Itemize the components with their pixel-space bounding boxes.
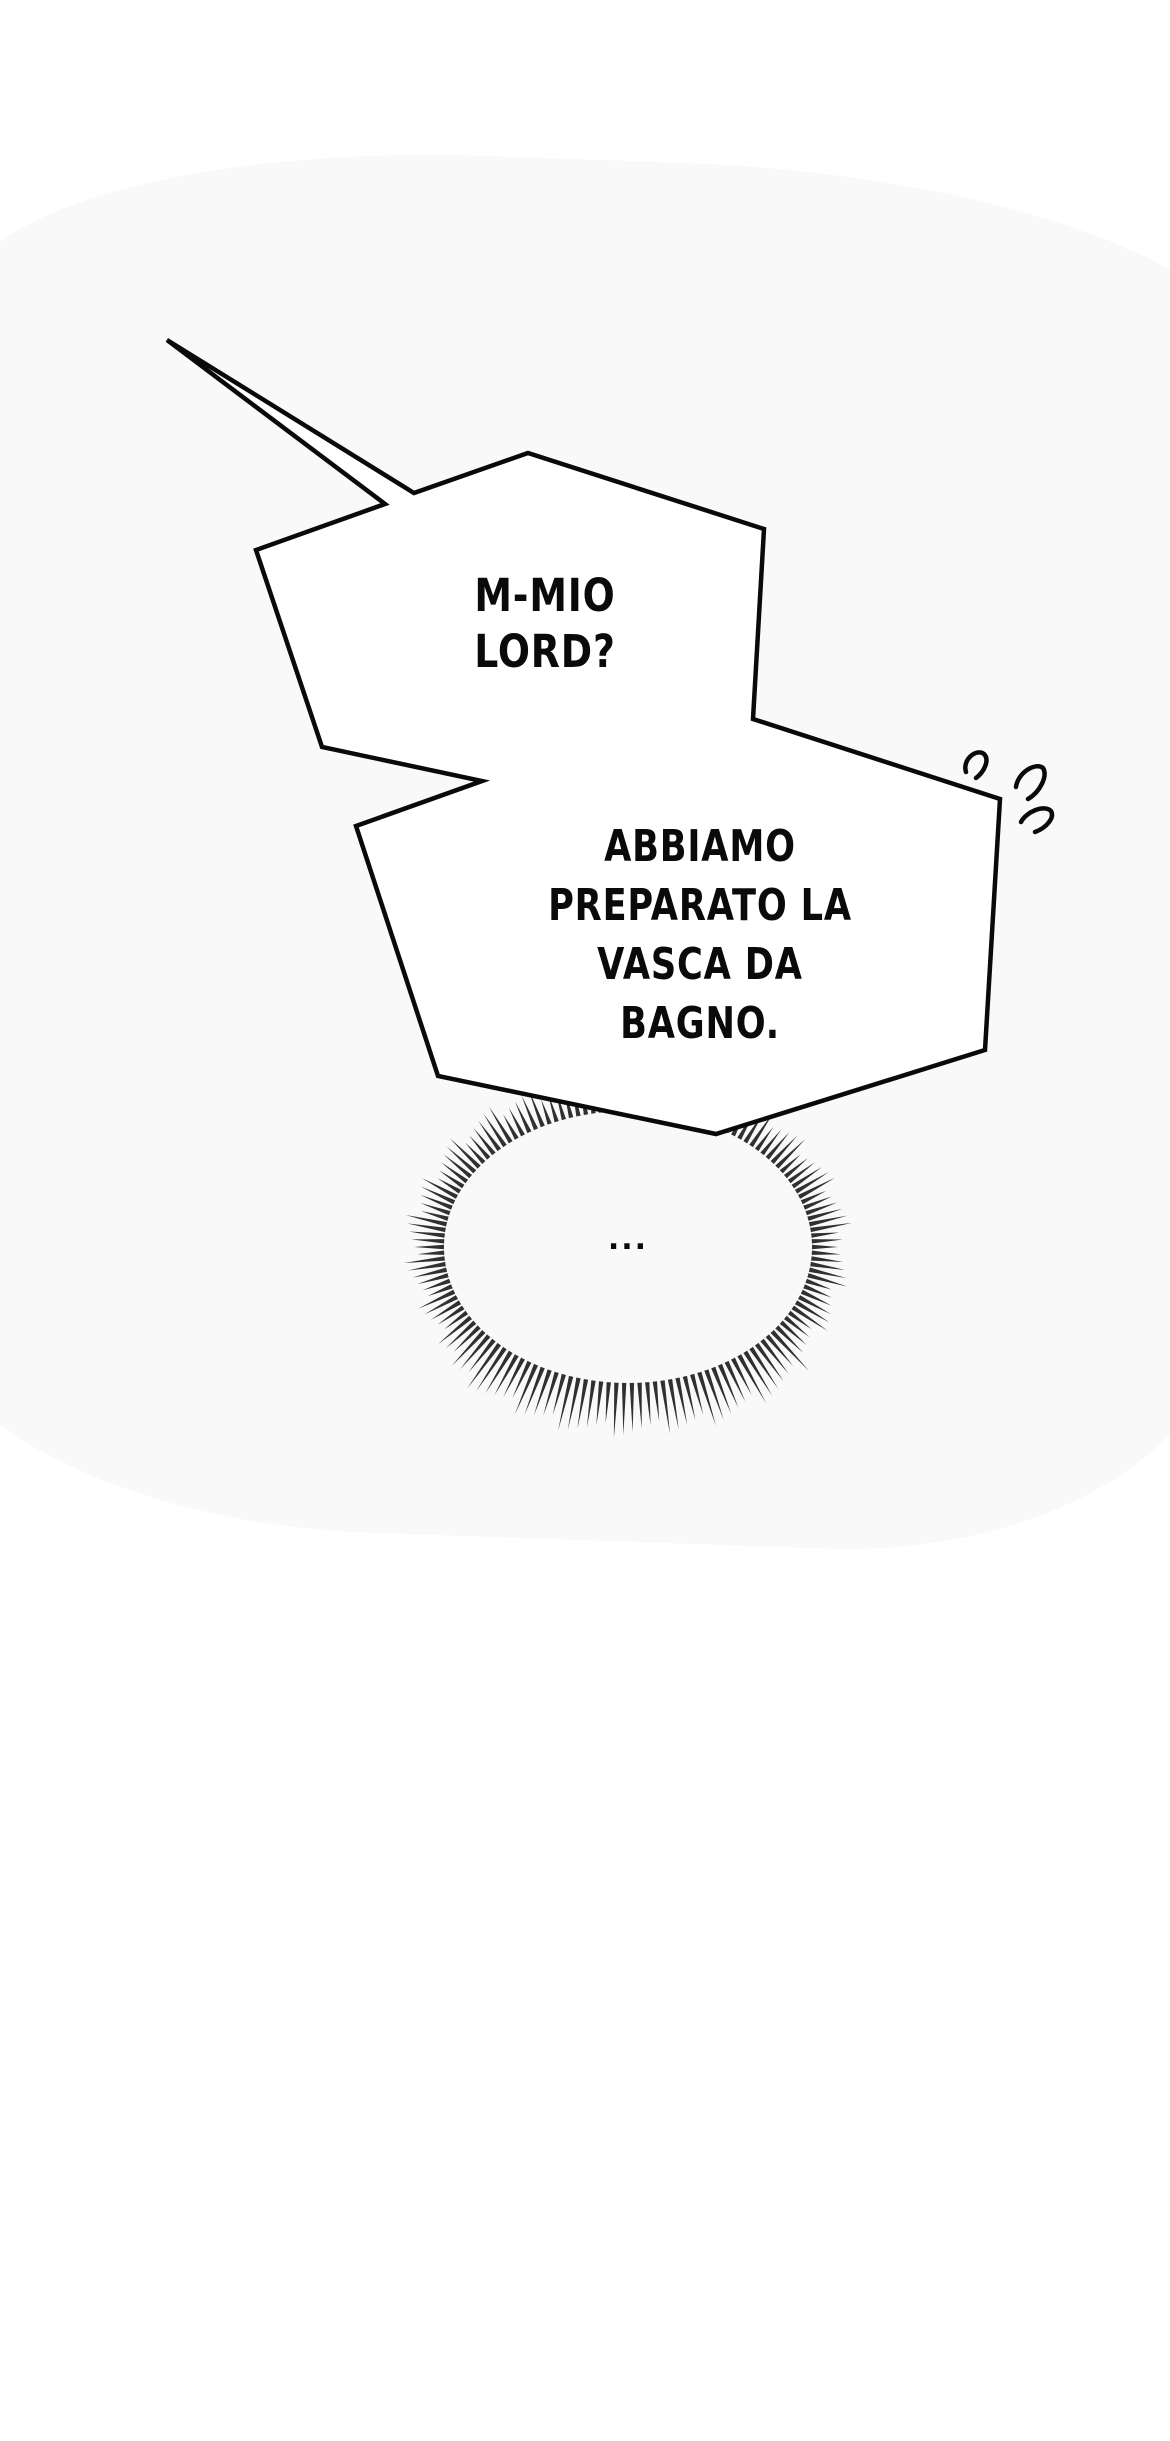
speech-bubble-outline	[165, 338, 1003, 1137]
surprise-marks-icon	[963, 750, 1055, 835]
speech-line: M-MIO	[474, 569, 616, 622]
speech-bubble-tail-icon	[166, 338, 415, 506]
speech-line: ABBIAMO	[604, 821, 796, 872]
speech-line: BAGNO.	[620, 998, 780, 1049]
speech-text-upper: M-MIO LORD?	[406, 568, 683, 680]
speech-line: LORD?	[474, 625, 616, 678]
speech-line: VASCA DA	[597, 939, 803, 990]
thought-ellipsis: ...	[607, 1222, 649, 1257]
speech-line: PREPARATO LA	[548, 880, 852, 931]
speech-text-lower: ABBIAMO PREPARATO LA VASCA DA BAGNO.	[500, 817, 900, 1053]
